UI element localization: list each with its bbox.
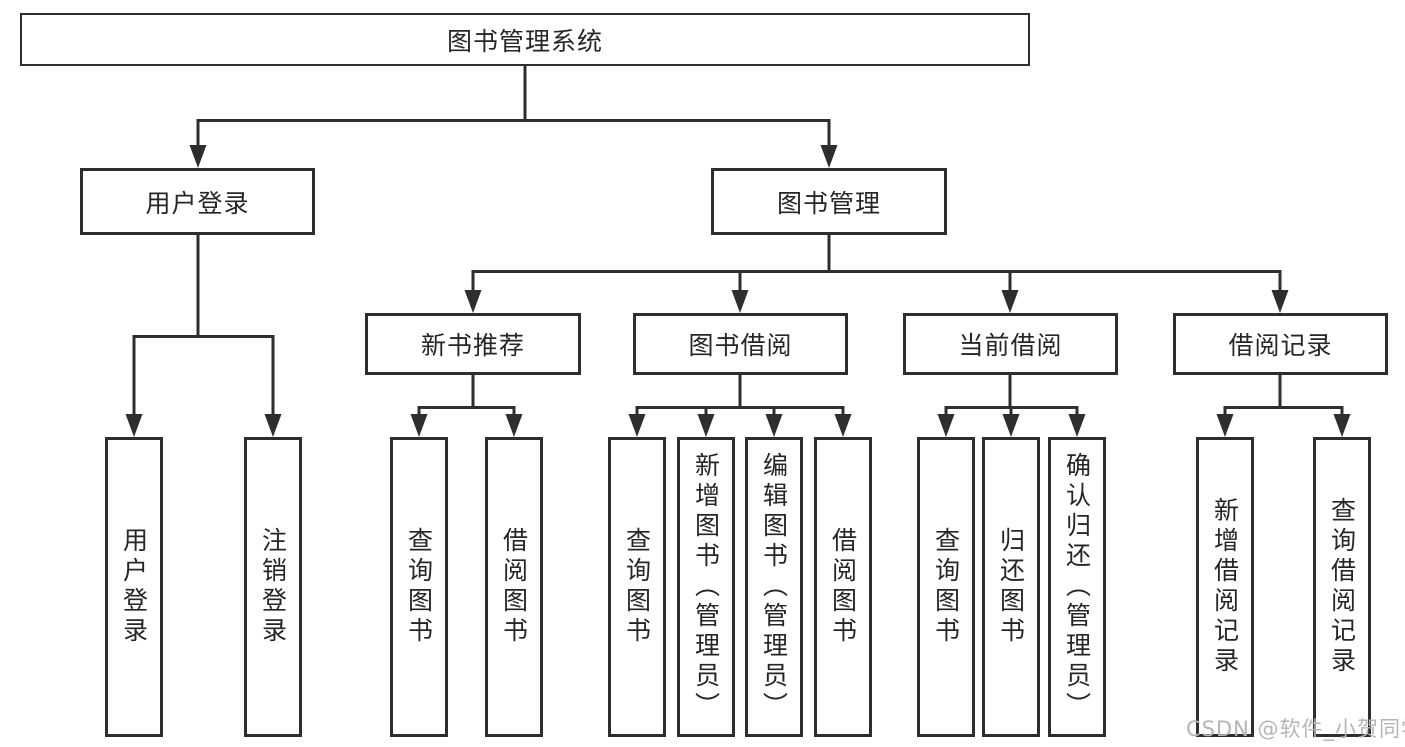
connector-newbook-to-leaves — [417, 375, 516, 414]
connector-current-to-leaves — [944, 375, 1079, 414]
leaf-borrow-books-newbook: 借阅图书 — [485, 437, 543, 737]
arrow-down-icon — [1001, 290, 1019, 313]
leaf-add-book-admin: 新增图书（管理员） — [677, 437, 735, 737]
arrow-down-icon — [410, 414, 428, 437]
node-current-borrow: 当前借阅 — [903, 313, 1118, 375]
node-library-system-label: 图书管理系统 — [446, 26, 603, 56]
leaf-user-login: 用户登录 — [105, 437, 163, 737]
node-book-borrow: 图书借阅 — [633, 313, 848, 375]
node-library-system: 图书管理系统 — [20, 13, 1030, 66]
watermark-text: CSDN @软件_小贺同学 — [1186, 717, 1405, 741]
connector-mgmt-to-modules — [471, 235, 1282, 291]
node-user-login-label: 用户登录 — [145, 188, 250, 218]
leaf-borrow-books-borrow-label: 借阅图书 — [828, 527, 858, 647]
arrow-down-icon — [834, 414, 852, 437]
leaf-confirm-return-admin: 确认归还（管理员） — [1048, 437, 1106, 737]
node-new-book-recommend: 新书推荐 — [365, 313, 581, 375]
node-book-borrow-label: 图书借阅 — [688, 331, 793, 360]
leaf-edit-book-admin: 编辑图书（管理员） — [745, 437, 803, 737]
arrow-down-icon — [820, 145, 838, 168]
leaf-add-book-admin-label: 新增图书（管理员） — [691, 452, 721, 722]
leaf-query-books-borrow-label: 查询图书 — [622, 527, 652, 647]
arrow-down-icon — [189, 145, 207, 168]
arrow-down-icon — [697, 414, 715, 437]
arrow-down-icon — [731, 290, 749, 313]
node-borrow-records: 借阅记录 — [1173, 313, 1388, 375]
leaf-return-books: 归还图书 — [982, 437, 1040, 737]
arrow-down-icon — [125, 414, 143, 437]
leaf-query-books-current: 查询图书 — [917, 437, 975, 737]
leaf-logout: 注销登录 — [244, 437, 302, 737]
leaf-query-books-newbook: 查询图书 — [390, 437, 448, 737]
node-user-login: 用户登录 — [80, 168, 315, 235]
leaf-query-books-current-label: 查询图书 — [931, 527, 961, 647]
node-book-management: 图书管理 — [711, 168, 947, 235]
arrow-down-icon — [1271, 290, 1289, 313]
leaf-return-books-label: 归还图书 — [996, 527, 1026, 647]
leaf-edit-book-admin-label: 编辑图书（管理员） — [759, 452, 789, 722]
leaf-borrow-books-newbook-label: 借阅图书 — [499, 527, 529, 647]
node-borrow-records-label: 借阅记录 — [1228, 331, 1333, 360]
connector-root-to-level2 — [196, 66, 831, 146]
leaf-query-books-newbook-label: 查询图书 — [404, 527, 434, 647]
arrow-down-icon — [1333, 414, 1351, 437]
leaf-add-borrow-record: 新增借阅记录 — [1196, 437, 1254, 737]
connector-records-to-leaves — [1223, 375, 1344, 414]
leaf-confirm-return-admin-label: 确认归还（管理员） — [1062, 452, 1092, 722]
arrow-down-icon — [264, 414, 282, 437]
arrow-down-icon — [765, 414, 783, 437]
connector-borrow-to-leaves — [635, 375, 845, 414]
arrow-down-icon — [464, 290, 482, 313]
arrow-down-icon — [1002, 414, 1020, 437]
leaf-user-login-label: 用户登录 — [119, 527, 149, 647]
leaf-query-books-borrow: 查询图书 — [608, 437, 666, 737]
arrow-down-icon — [1068, 414, 1086, 437]
arrow-down-icon — [1216, 414, 1234, 437]
leaf-add-borrow-record-label: 新增借阅记录 — [1210, 497, 1240, 677]
arrow-down-icon — [937, 414, 955, 437]
node-current-borrow-label: 当前借阅 — [958, 331, 1063, 360]
node-book-management-label: 图书管理 — [776, 188, 881, 218]
leaf-query-borrow-record-label: 查询借阅记录 — [1327, 497, 1357, 677]
arrow-down-icon — [628, 414, 646, 437]
leaf-borrow-books-borrow: 借阅图书 — [814, 437, 872, 737]
leaf-logout-label: 注销登录 — [258, 527, 288, 647]
node-new-book-recommend-label: 新书推荐 — [420, 331, 525, 360]
leaf-query-borrow-record: 查询借阅记录 — [1313, 437, 1371, 737]
arrow-down-icon — [505, 414, 523, 437]
connector-login-to-leaves — [132, 235, 275, 414]
